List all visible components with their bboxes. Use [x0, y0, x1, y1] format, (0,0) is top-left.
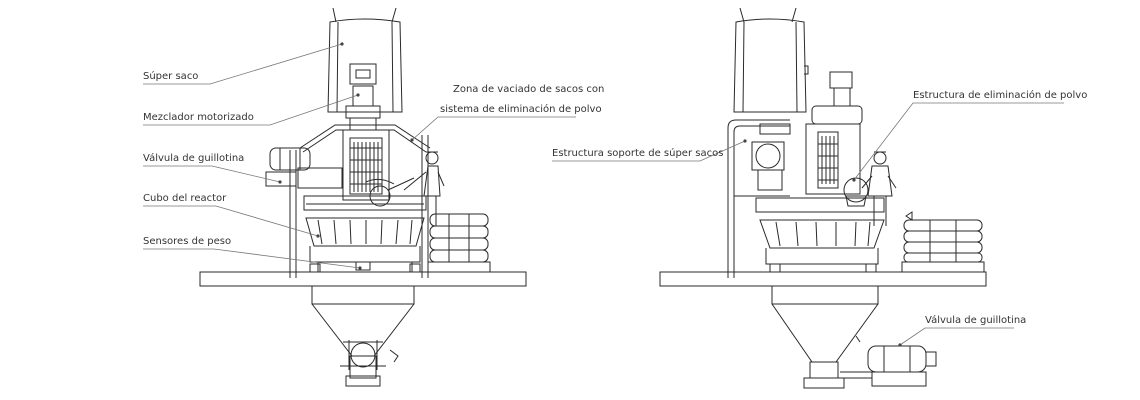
operator-right [861, 151, 897, 226]
guillotine-valve-right [840, 335, 937, 387]
leader-dots [278, 42, 902, 347]
operator-left [403, 151, 445, 226]
label-cubo-reactor: Cubo del reactor [143, 193, 227, 204]
leader-valvula-right [899, 327, 1014, 346]
gearbox-right [751, 141, 785, 191]
big-bag-right [733, 7, 809, 113]
bag-stack-right [901, 211, 985, 273]
platform-left [199, 271, 527, 287]
discharge-valve-left [343, 340, 399, 370]
leader-valvula-left [143, 165, 281, 183]
big-bag-left [327, 7, 403, 113]
left-view [199, 7, 527, 387]
label-estructura-eliminacion: Estructura de eliminación de polvo [913, 90, 1088, 101]
reactor-cube-right [755, 197, 885, 273]
leader-estructura-elim [853, 102, 1064, 181]
label-zona-vaciado-line1: Zona de vaciado de sacos con [453, 84, 605, 95]
hopper-left [311, 285, 415, 387]
reactor-column-left [342, 129, 390, 201]
label-valvula-guillotina-right: Válvula de guillotina [925, 315, 1027, 326]
side-valve-left [265, 147, 343, 189]
platform-right [659, 271, 987, 287]
leader-sensores [143, 248, 361, 269]
mixer-motor-right [805, 71, 863, 195]
label-mezclador-motorizado: Mezclador motorizado [143, 112, 254, 123]
dust-extraction-right [843, 177, 869, 207]
label-sensores-peso: Sensores de peso [143, 236, 232, 247]
leader-zona [411, 116, 576, 141]
bag-stack-left [427, 213, 491, 273]
leader-estructura-soporte [552, 140, 746, 162]
label-zona-vaciado-line2: sistema de eliminación de polvo [440, 104, 602, 115]
reactor-cube-left [303, 195, 427, 272]
leader-lines [143, 43, 1064, 346]
label-estructura-soporte: Estructura soporte de súper sacos [552, 148, 724, 159]
leader-super-saco [143, 43, 343, 85]
leader-mezclador [143, 94, 359, 126]
hopper-right [771, 285, 879, 389]
dumping-zone-left [365, 177, 415, 207]
label-valvula-guillotina-left: Válvula de guillotina [143, 153, 245, 164]
support-structure-right [727, 119, 791, 278]
load-sensors-left [309, 261, 421, 273]
leader-cubo [143, 205, 319, 237]
label-super-saco: Súper saco [143, 71, 199, 82]
right-view [659, 7, 987, 389]
